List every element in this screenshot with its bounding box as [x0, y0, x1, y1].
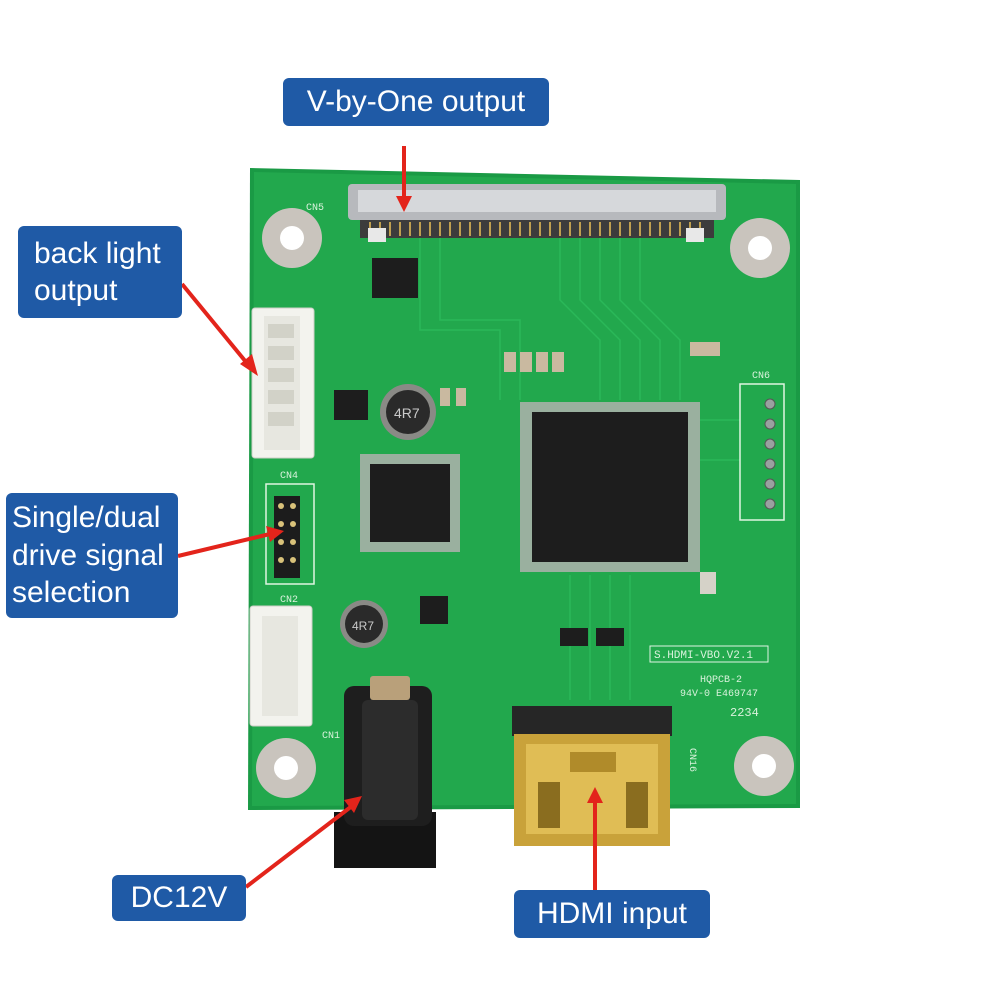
inductor-large	[380, 384, 436, 440]
silk-cn6: CN6	[752, 371, 770, 382]
model-label-box: S.HDMI-VBO.V2.1	[649, 645, 769, 663]
callout-backlight-line1: back light	[34, 236, 161, 270]
cert-line-1: HQPCB-2	[700, 675, 742, 686]
callout-dc12v: DC12V	[112, 875, 246, 921]
cn2-connector	[249, 605, 313, 727]
cn6-header	[739, 383, 785, 521]
arrow-backlight	[180, 282, 258, 376]
passive-components	[440, 342, 720, 406]
mounting-hole-top-left	[262, 208, 322, 268]
callout-dc-text: DC12V	[130, 881, 228, 915]
arrow-dc	[244, 796, 362, 889]
callout-hdmi-input: HDMI input	[514, 890, 710, 938]
cert-line-2: 94V-0 E469747	[680, 689, 758, 700]
callout-vbo-text: V-by-One output	[306, 85, 526, 119]
callout-backlight-output: back light output	[18, 226, 182, 318]
arrows	[177, 146, 603, 890]
silk-cn1: CN1	[322, 731, 340, 742]
main-processor-chip	[520, 402, 700, 572]
silk-cn16: CN16	[686, 748, 697, 772]
mounting-hole-bottom-left	[256, 738, 316, 798]
callout-drive-line1: Single/dual	[12, 501, 161, 535]
secondary-chip	[360, 454, 460, 552]
date-code: 2234	[730, 706, 759, 720]
callout-drive-line2: drive signal	[12, 538, 164, 572]
callout-drive-line3: selection	[12, 576, 131, 610]
drive-select-header	[265, 483, 315, 585]
vbo-connector	[348, 184, 726, 242]
silk-inductor-large: 4R7	[394, 405, 420, 421]
silk-cn4: CN4	[280, 471, 298, 482]
callout-hdmi-text: HDMI input	[536, 897, 688, 931]
callout-drive-selection: Single/dual drive signal selection	[6, 493, 178, 618]
mounting-hole-bottom-right	[734, 736, 794, 796]
arrow-vbo	[396, 146, 412, 212]
board-model-label: S.HDMI-VBO.V2.1	[654, 650, 753, 662]
silk-inductor-small: 4R7	[352, 619, 374, 633]
arrow-hdmi	[587, 787, 603, 890]
small-components	[334, 258, 716, 646]
arrow-drive	[177, 526, 284, 558]
callout-vbo-output: V-by-One output	[283, 78, 549, 126]
inductor-small	[340, 600, 388, 648]
callout-backlight-line2: output	[34, 274, 118, 307]
dc-jack	[334, 676, 436, 868]
backlight-connector	[251, 307, 315, 459]
hdmi-connector	[512, 706, 672, 846]
mounting-hole-top-right	[730, 218, 790, 278]
silk-cn2: CN2	[280, 595, 298, 606]
silk-cn5: CN5	[306, 203, 324, 214]
